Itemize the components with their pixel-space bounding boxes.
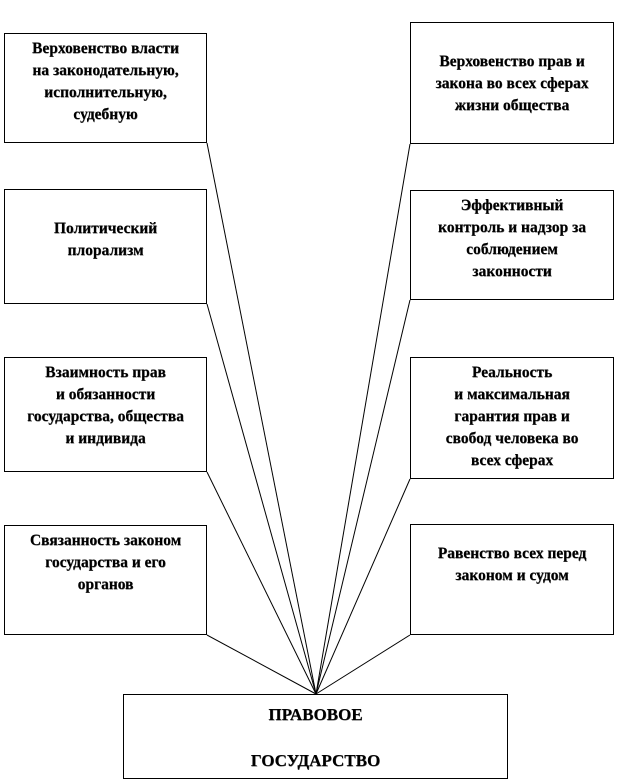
principle-text: Равенство всех перед законом и судом	[437, 545, 587, 584]
connector-line-right-4	[315, 634, 411, 695]
principle-box-left-3: Взаимность прав и обязанности государств…	[4, 357, 207, 472]
connector-line-left-4	[206, 634, 317, 695]
principle-box-right-3: Реальность и максимальная гарантия прав …	[410, 357, 614, 479]
connector-line-left-3	[206, 471, 317, 695]
principle-text: Верховенство власти на законодательную, …	[32, 40, 179, 123]
principle-text: Связанность законом государства и его ор…	[29, 532, 182, 593]
connector-line-right-2	[315, 299, 411, 695]
principle-text: Политический плорализм	[53, 220, 158, 259]
principle-text: Эффективный контроль и надзор за соблюде…	[437, 197, 587, 280]
connector-line-left-2	[206, 303, 317, 695]
central-concept-title-line2: ГОСУДАРСТВО	[250, 751, 381, 770]
connector-line-left-1	[206, 142, 317, 695]
principle-box-right-4: Равенство всех перед законом и судом	[410, 524, 614, 635]
principle-box-right-2: Эффективный контроль и надзор за соблюде…	[410, 190, 614, 300]
central-concept-box: ПРАВОВОЕ ГОСУДАРСТВО	[123, 694, 508, 779]
principle-box-left-4: Связанность законом государства и его ор…	[4, 525, 207, 635]
connector-line-right-3	[315, 478, 411, 695]
principle-text: Взаимность прав и обязанности государств…	[27, 364, 184, 447]
principle-box-left-2: Политический плорализм	[4, 189, 207, 304]
principle-text: Верховенство прав и закона во всех сфера…	[435, 53, 589, 114]
principle-text: Реальность и максимальная гарантия прав …	[445, 364, 579, 469]
principle-box-right-1: Верховенство прав и закона во всех сфера…	[410, 22, 614, 144]
central-concept-title-line1: ПРАВОВОЕ	[268, 705, 363, 724]
connector-line-right-1	[315, 143, 411, 695]
principle-box-left-1: Верховенство власти на законодательную, …	[4, 33, 207, 143]
